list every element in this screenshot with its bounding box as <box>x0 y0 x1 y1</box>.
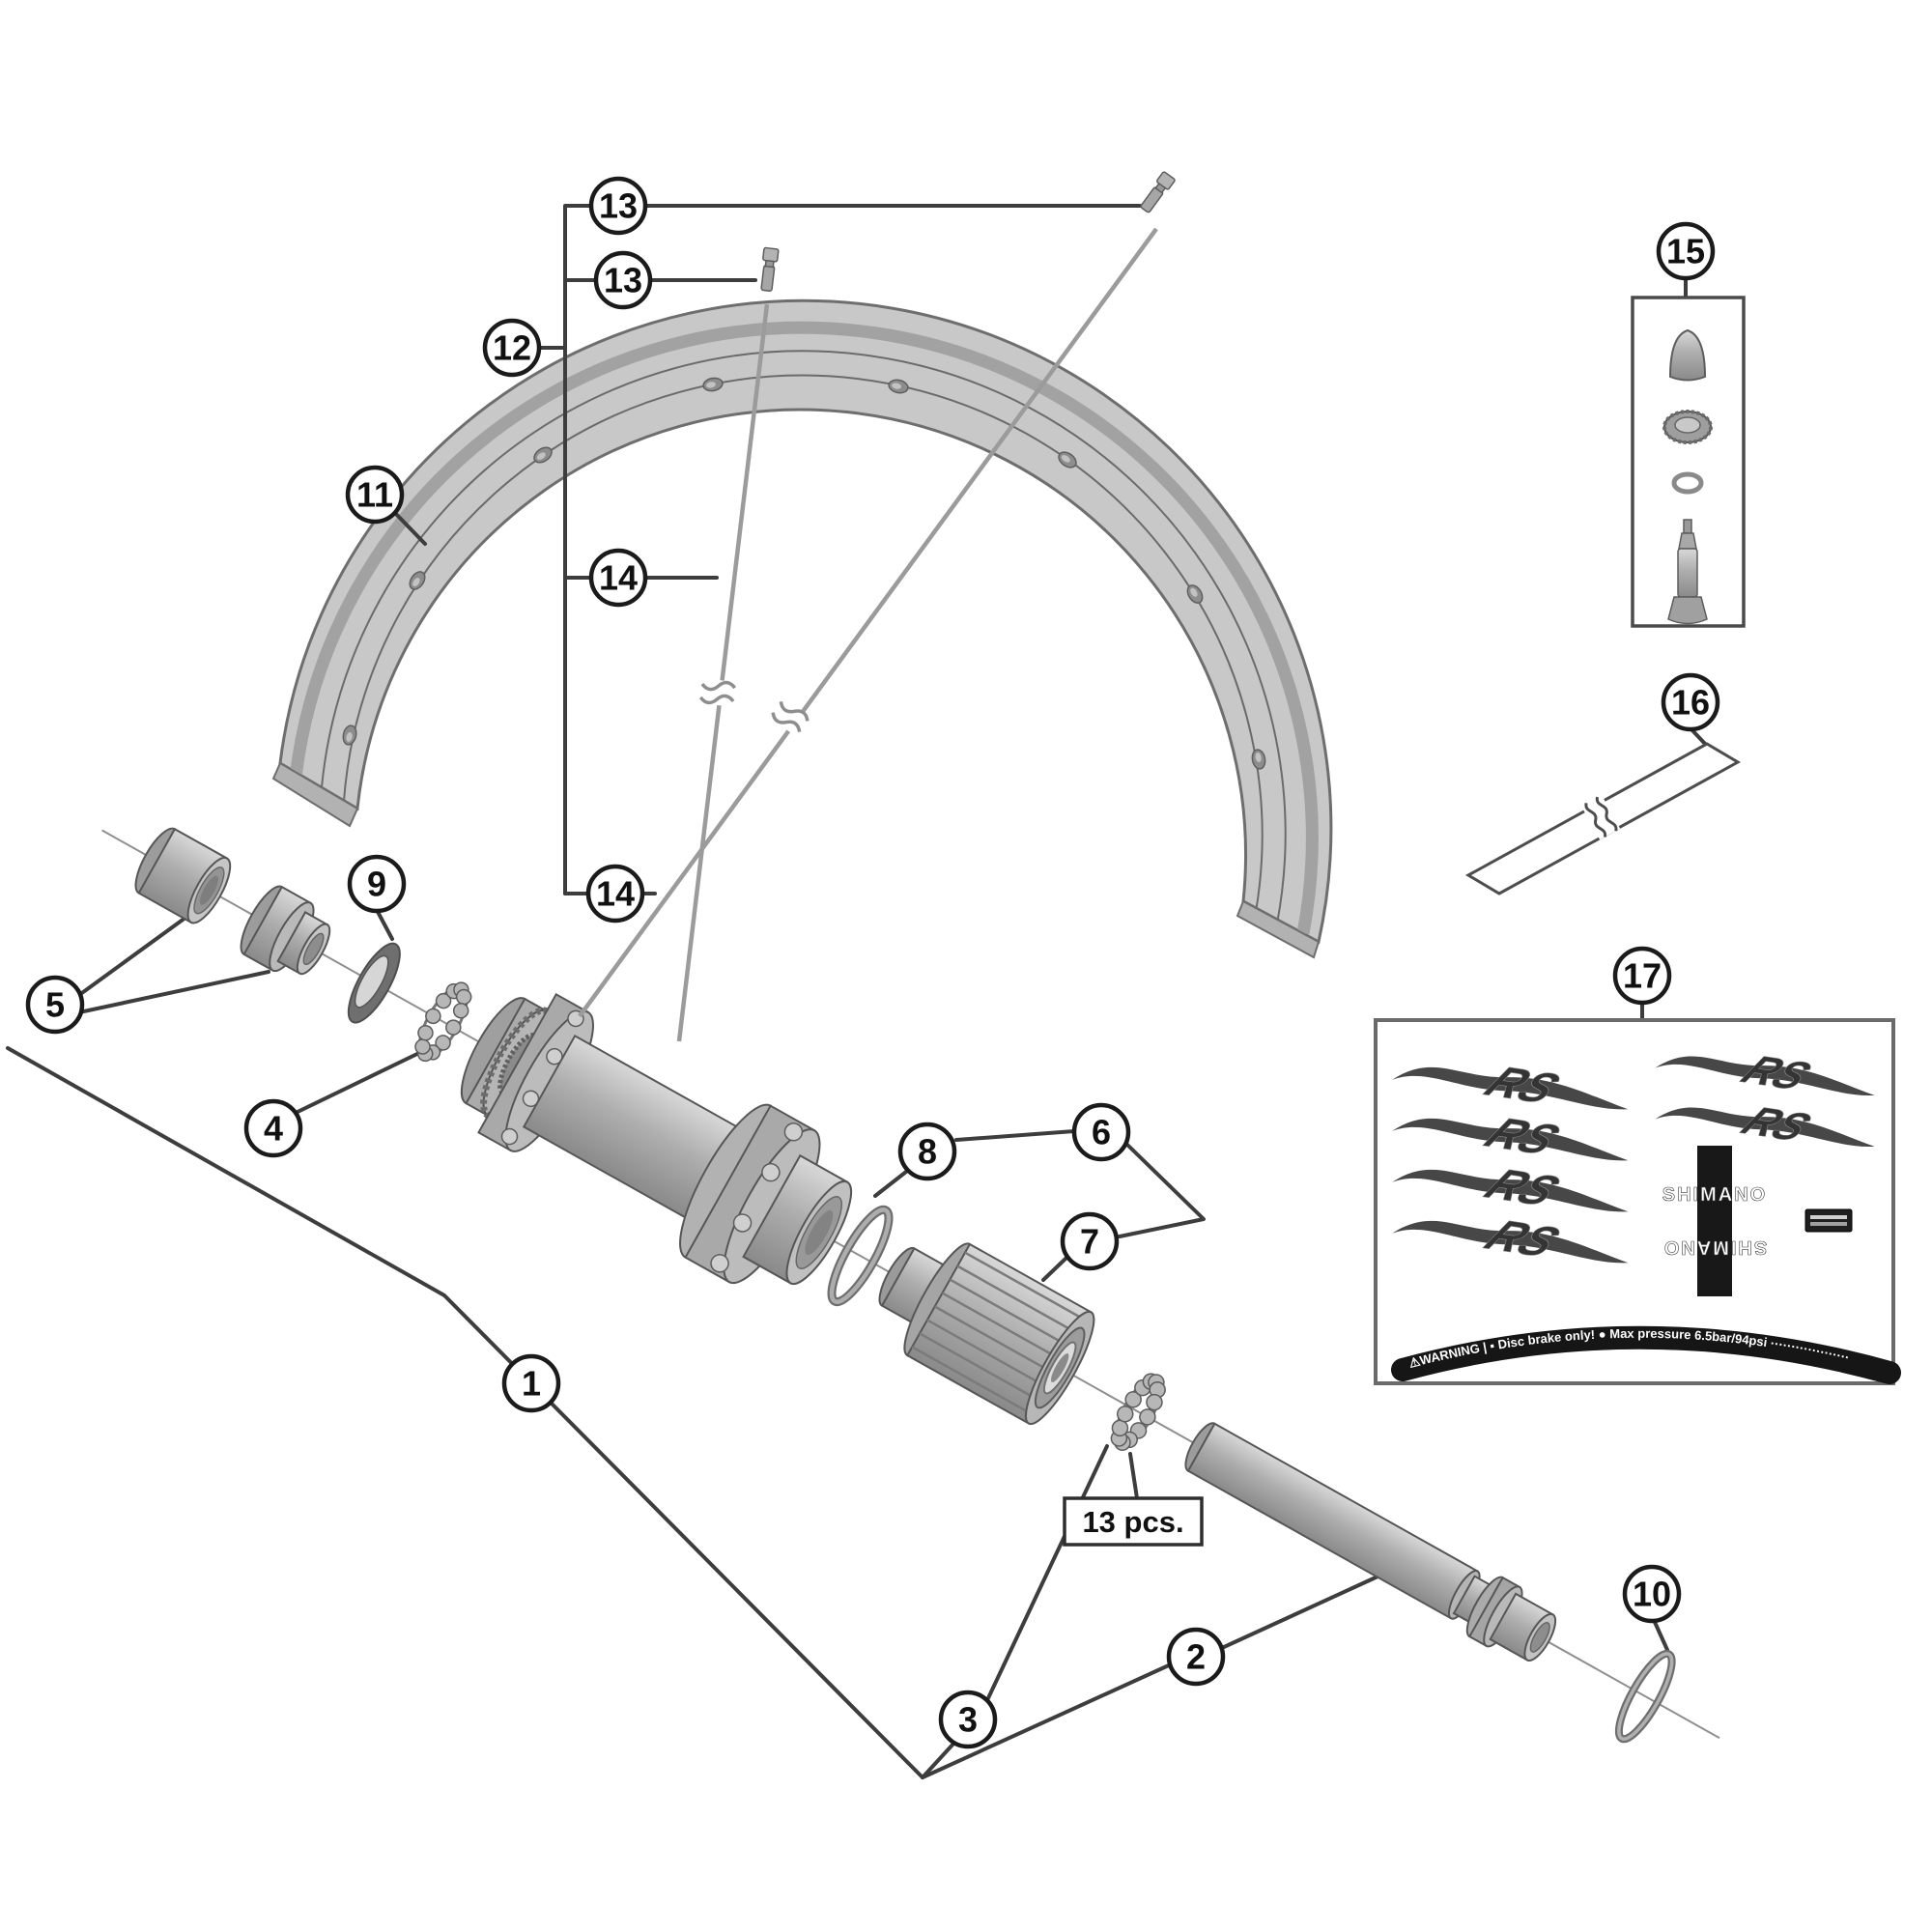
rim-edge-line <box>321 350 1287 924</box>
callout-1: 1 <box>501 1353 561 1413</box>
end-cap <box>134 827 232 924</box>
rim-end-cut-right <box>1236 899 1321 959</box>
shimano-text: SHIMANO <box>1662 1184 1767 1206</box>
callout-10: 10 <box>1622 1564 1682 1624</box>
callout-3: 3 <box>938 1690 998 1749</box>
ball-count-label: 13 pcs. <box>1063 1496 1204 1547</box>
callout-4: 4 <box>243 1098 303 1158</box>
rim <box>271 298 1333 959</box>
callout-12: 12 <box>482 318 542 378</box>
dust-seal-washer <box>347 942 401 1024</box>
svg-text:14: 14 <box>596 874 635 914</box>
valve-cap <box>1668 328 1707 382</box>
callout-11: 11 <box>345 465 405 525</box>
spoke-left <box>676 303 770 1042</box>
shimano-bar-sticker <box>1697 1146 1732 1296</box>
callout-15: 15 <box>1656 221 1716 281</box>
svg-text:3: 3 <box>958 1700 978 1740</box>
rim-band <box>278 298 1333 945</box>
callout-leader-lines <box>6 204 1708 1779</box>
svg-text:16: 16 <box>1671 683 1710 723</box>
callout-17: 17 <box>1612 946 1672 1006</box>
spoke-nipple-left <box>758 246 780 293</box>
callout-13: 13 <box>588 176 648 236</box>
hub-shell <box>460 992 853 1286</box>
svg-text:12: 12 <box>493 328 531 368</box>
svg-text:15: 15 <box>1666 232 1705 271</box>
callout-14: 14 <box>588 548 648 608</box>
spoke-nipple-right <box>1137 170 1177 215</box>
svg-text:13: 13 <box>599 186 638 226</box>
rim-tape <box>1464 742 1742 895</box>
svg-text:2: 2 <box>1186 1637 1206 1677</box>
ball-bearing-retainer-right <box>1110 1373 1166 1452</box>
spokes <box>578 170 1177 1042</box>
ball-bearing-retainer-left <box>414 981 472 1063</box>
tape-break-mark <box>1580 794 1621 840</box>
callout-16: 16 <box>1661 672 1720 732</box>
rim-brake-track <box>289 321 1319 935</box>
svg-text:13: 13 <box>604 261 642 300</box>
callout-6: 6 <box>1071 1102 1131 1162</box>
callout-7: 7 <box>1060 1211 1120 1271</box>
svg-text:10: 10 <box>1633 1575 1671 1614</box>
callout-layer: 13 13 12 14 14 11 9 5 4 1 8 6 7 3 2 10 15 16 17 <box>25 176 1720 1749</box>
callout-2: 2 <box>1166 1627 1226 1687</box>
callout-14: 14 <box>585 864 645 923</box>
callout-8: 8 <box>897 1122 957 1181</box>
lock-nut <box>240 885 331 976</box>
hub-assembly <box>101 827 1720 1744</box>
svg-text:4: 4 <box>264 1109 283 1149</box>
freehub-splines <box>911 1251 1088 1416</box>
svg-text:17: 17 <box>1623 956 1662 996</box>
sticker-sheet: SHIMANO SHIMANO ⚠WARNING | ▪ Disc brake … <box>1374 1018 1893 1385</box>
svg-text:8: 8 <box>918 1132 937 1172</box>
rim-spoke-holes <box>342 377 1266 770</box>
svg-text:5: 5 <box>45 985 65 1025</box>
rim-end-cut-left <box>271 761 359 828</box>
valve-o-ring <box>1671 471 1704 495</box>
spoke-break-mark <box>768 696 812 738</box>
svg-text:11: 11 <box>356 475 393 515</box>
spoke-break-mark <box>698 677 737 708</box>
seal-ring <box>827 1205 894 1307</box>
callout-13: 13 <box>593 250 653 310</box>
shimano-text-reversed: SHIMANO <box>1662 1236 1767 1258</box>
callout-9: 9 <box>347 854 407 914</box>
svg-text:9: 9 <box>367 865 386 904</box>
svg-text:6: 6 <box>1092 1113 1111 1152</box>
spoke-right <box>578 227 1158 1018</box>
small-spec-sticker <box>1804 1208 1853 1233</box>
freehub-body <box>878 1242 1095 1426</box>
valve-stem <box>1667 519 1708 625</box>
hub-axle <box>1184 1422 1557 1662</box>
ball-count-text: 13 pcs. <box>1082 1505 1183 1539</box>
axle-o-ring <box>1614 1649 1676 1744</box>
callout-5: 5 <box>25 975 85 1035</box>
svg-text:1: 1 <box>522 1364 541 1404</box>
svg-text:14: 14 <box>599 558 638 598</box>
svg-text:7: 7 <box>1080 1222 1099 1262</box>
valve-kit <box>1631 296 1746 628</box>
